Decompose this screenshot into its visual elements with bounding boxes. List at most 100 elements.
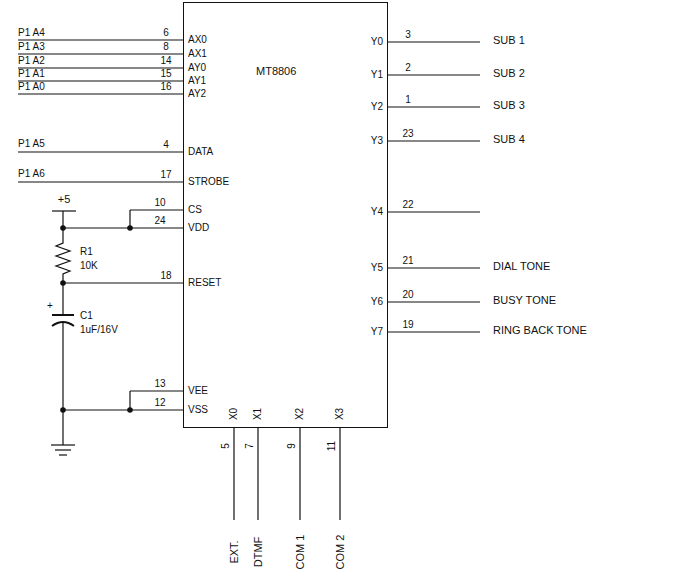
- pin-name: AX1: [188, 48, 207, 60]
- pin-number: 19: [402, 319, 413, 331]
- port-label: P1 A4: [18, 27, 45, 39]
- pin-number: 16: [160, 81, 171, 93]
- resistor-symbol: [56, 240, 70, 283]
- pin-number: 14: [160, 55, 171, 67]
- part-value: 1uF/16V: [80, 324, 118, 336]
- ground-symbol: [59, 454, 67, 455]
- wire: [63, 282, 183, 283]
- signal-label: SUB 3: [493, 99, 525, 111]
- pin-name: X2: [294, 408, 306, 420]
- junction-dot: [60, 225, 66, 231]
- pin-number: 4: [163, 139, 169, 151]
- port-label: P1 A5: [18, 138, 45, 150]
- wire: [388, 74, 480, 75]
- wire: [18, 181, 183, 182]
- signal-label: COM 2: [334, 535, 346, 570]
- port-label: P1 A0: [18, 81, 45, 93]
- pin-name: Y0: [371, 36, 383, 48]
- signal-label: COM 1: [294, 535, 306, 570]
- pin-number: 20: [402, 289, 413, 301]
- wire-group: [18, 40, 480, 520]
- port-label: P1 A3: [18, 41, 45, 53]
- polarity-mark: +: [47, 300, 53, 312]
- signal-label: EXT.: [228, 540, 240, 563]
- wire: [130, 390, 183, 391]
- pin-name: VEE: [188, 385, 208, 397]
- pin-name: AY1: [188, 75, 206, 87]
- signal-label: DIAL TONE: [493, 260, 550, 272]
- pin-number: 7: [244, 443, 256, 449]
- wire: [233, 428, 234, 520]
- pin-name: X1: [252, 408, 264, 420]
- wire: [63, 227, 183, 228]
- wire: [130, 209, 183, 210]
- pin-name: Y5: [371, 262, 383, 274]
- pin-number: 2: [405, 62, 411, 74]
- pin-number: 5: [220, 443, 232, 449]
- pin-name: AY0: [188, 62, 206, 74]
- pin-name: VSS: [188, 404, 208, 416]
- port-label: P1 A6: [18, 168, 45, 180]
- pin-name: RESET: [188, 277, 221, 289]
- pin-number: 17: [160, 169, 171, 181]
- wire: [129, 391, 130, 410]
- pin-name: Y4: [371, 206, 383, 218]
- pin-number: 13: [154, 378, 165, 390]
- wire: [388, 267, 480, 268]
- pin-number: 22: [402, 199, 413, 211]
- pin-number: 8: [163, 41, 169, 53]
- pin-number: 23: [402, 128, 413, 140]
- wire: [299, 428, 300, 520]
- part-value: 10K: [80, 260, 98, 272]
- signal-label: SUB 4: [493, 133, 525, 145]
- supply-bar: [52, 210, 76, 211]
- pin-name: VDD: [188, 222, 209, 234]
- ground-symbol: [51, 444, 75, 445]
- pin-number: 12: [154, 397, 165, 409]
- wire: [388, 211, 480, 212]
- ic-package: MT8806: [183, 2, 388, 428]
- junction-dot: [60, 280, 66, 286]
- junction-dot: [60, 407, 66, 413]
- pin-number: 21: [402, 255, 413, 267]
- wire: [62, 283, 63, 315]
- part-name: C1: [80, 310, 93, 322]
- part-name: R1: [80, 246, 93, 258]
- pin-number: 24: [154, 215, 165, 227]
- pin-name: DATA: [188, 146, 213, 158]
- wire: [339, 428, 340, 520]
- wire: [388, 106, 480, 107]
- pin-name: STROBE: [188, 176, 229, 188]
- wire: [388, 41, 480, 42]
- pin-number: 3: [405, 29, 411, 41]
- pin-number: 15: [160, 68, 171, 80]
- pin-name: AY2: [188, 88, 206, 100]
- wire: [62, 322, 63, 445]
- wire: [18, 39, 183, 40]
- signal-label: DTMF: [252, 537, 264, 568]
- wire: [388, 331, 480, 332]
- pin-number: 9: [286, 443, 298, 449]
- wire: [18, 53, 183, 54]
- pin-name: X3: [334, 408, 346, 420]
- signal-label: SUB 1: [493, 34, 525, 46]
- port-label: P1 A1: [18, 68, 45, 80]
- pin-name: CS: [188, 204, 202, 216]
- chip-name: MT8806: [256, 65, 296, 78]
- pin-number: 11: [326, 441, 338, 451]
- wire: [257, 428, 258, 520]
- wire: [18, 93, 183, 94]
- wire: [388, 301, 480, 302]
- junction-dot: [127, 225, 133, 231]
- pin-number: 6: [163, 27, 169, 39]
- pin-name: Y7: [371, 326, 383, 338]
- pin-number: 10: [154, 197, 165, 209]
- pin-name: Y1: [371, 69, 383, 81]
- supply-label: +5: [58, 193, 71, 205]
- pin-name: Y6: [371, 296, 383, 308]
- signal-label: SUB 2: [493, 67, 525, 79]
- ground-symbol: [55, 449, 71, 450]
- pin-name: Y3: [371, 135, 383, 147]
- port-label: P1 A2: [18, 55, 45, 67]
